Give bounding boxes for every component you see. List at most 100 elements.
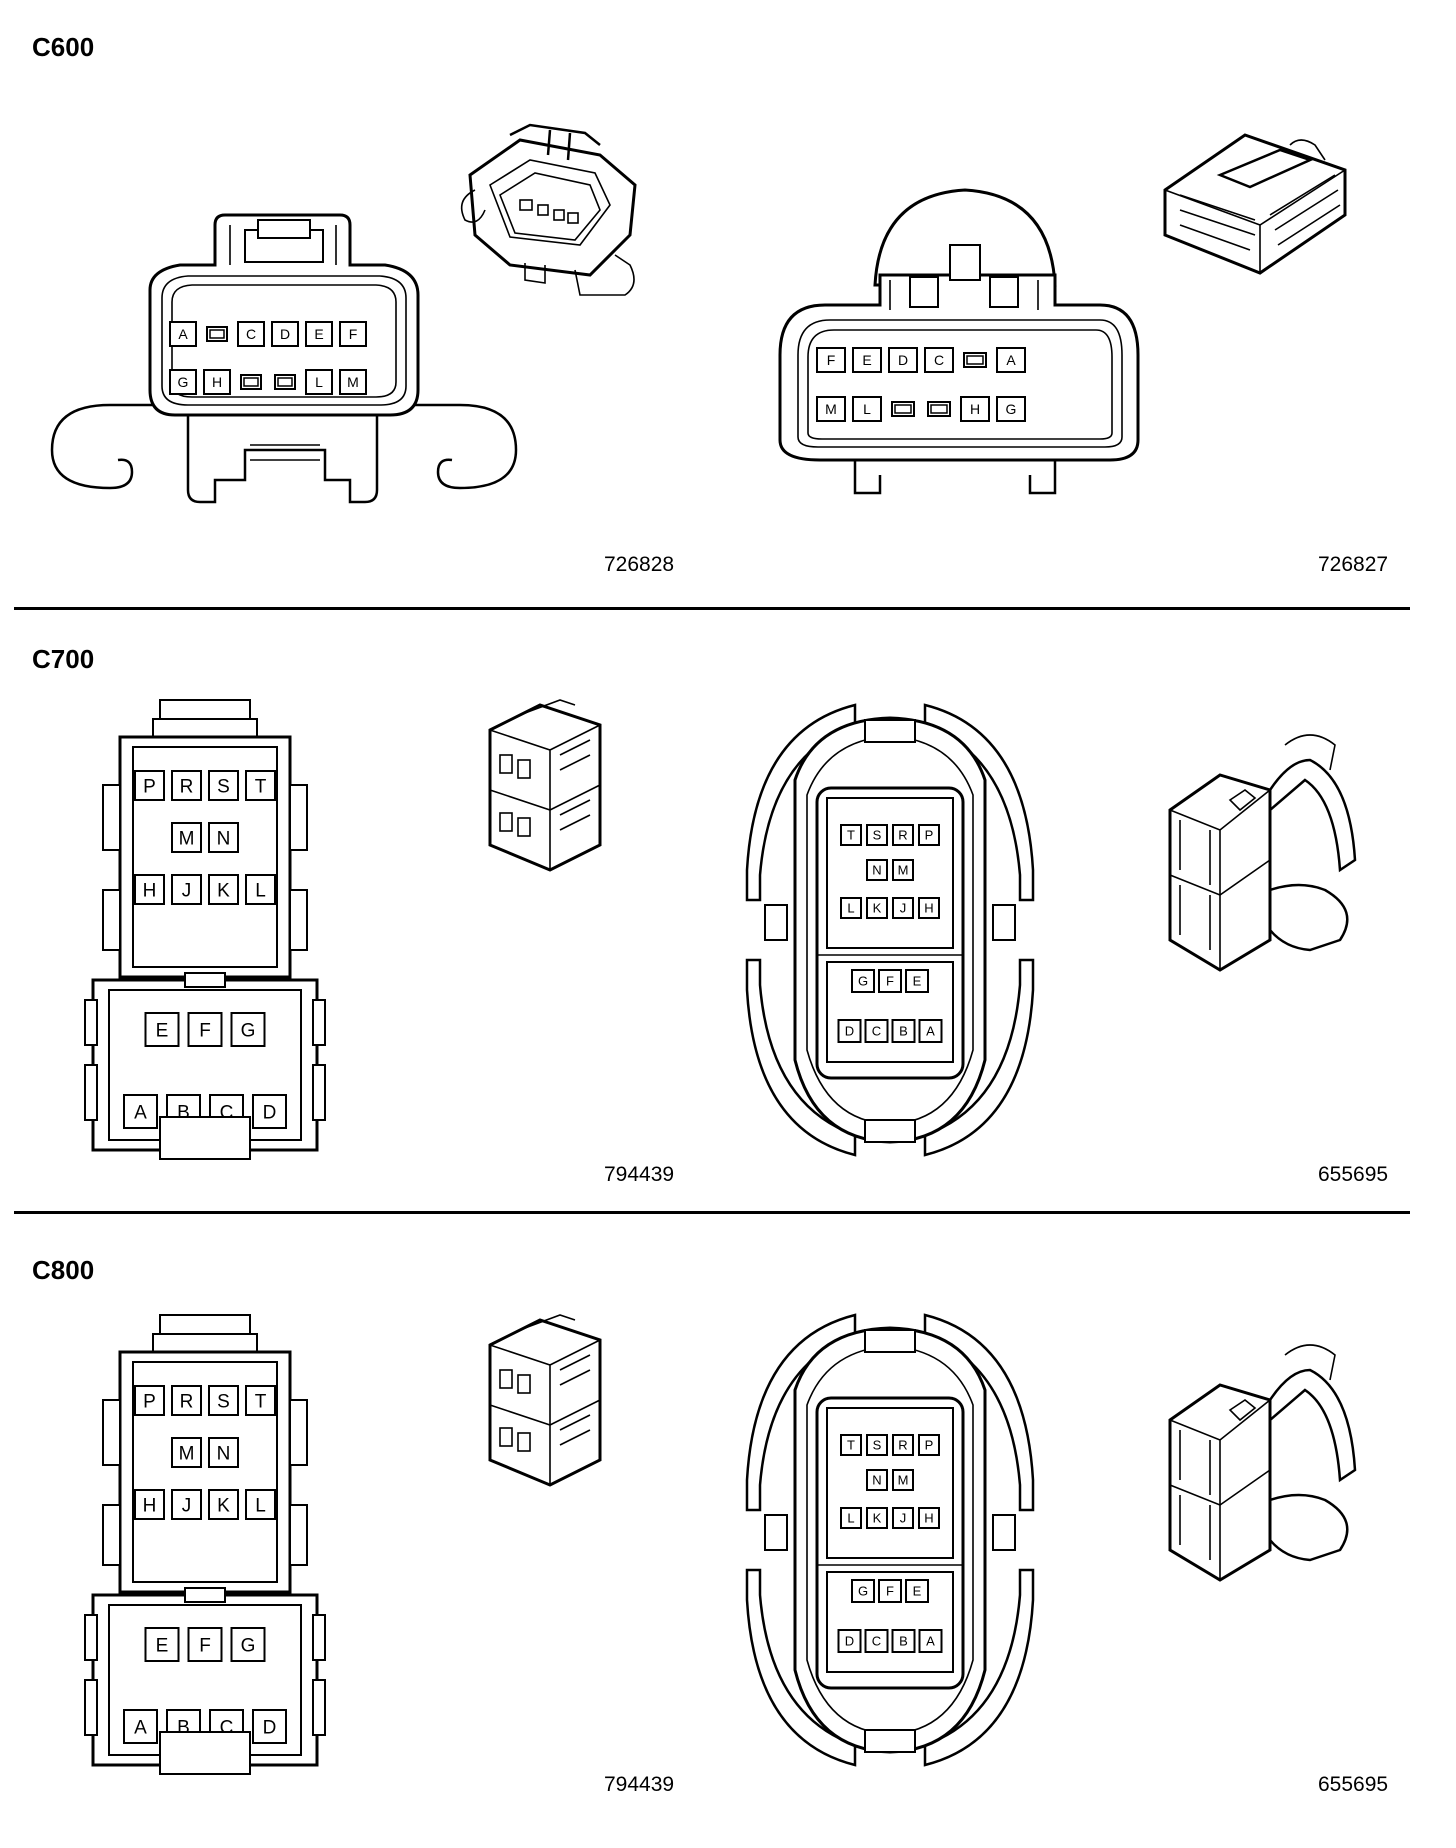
pin-label: F — [886, 974, 894, 989]
pin-label: F — [199, 1635, 211, 1656]
pin-label: D — [898, 352, 908, 368]
pin-label: N — [217, 828, 231, 849]
pin-label: N — [217, 1443, 231, 1464]
pin-cavity — [169, 369, 197, 395]
pin-cavity — [892, 1434, 914, 1456]
pin-cavity — [230, 1627, 266, 1662]
c800-left-connector-3d — [488, 1314, 602, 1487]
pin-cavity — [171, 1489, 202, 1520]
pin-label: C — [934, 352, 944, 368]
pin-label: E — [913, 974, 922, 989]
pin-cavity — [339, 369, 367, 395]
pin-label: R — [898, 828, 907, 843]
pin-cavity — [169, 321, 197, 347]
pin-cavity — [245, 1385, 276, 1416]
pin-cavity — [866, 859, 888, 881]
pin-label: M — [898, 863, 909, 878]
empty-pin-slot — [209, 329, 225, 339]
pin-cavity — [892, 824, 914, 846]
pin-label: E — [156, 1635, 169, 1656]
pin-label: H — [970, 401, 980, 417]
pin-cavity — [892, 1469, 914, 1491]
section-divider — [14, 607, 1410, 610]
pin-cavity — [144, 1627, 180, 1662]
pin-label: L — [255, 1495, 266, 1516]
pin-cavity — [878, 969, 902, 993]
c600-left-connector-3d — [460, 123, 637, 296]
pin-label: A — [1006, 352, 1016, 368]
part-number-c800-right: 655695 — [1318, 1773, 1389, 1796]
pin-label: G — [1006, 401, 1017, 417]
pin-cavity — [305, 369, 333, 395]
pin-cavity — [918, 824, 940, 846]
pin-cavity — [252, 1709, 287, 1744]
pin-label: J — [182, 1495, 192, 1516]
pin-cavity — [208, 874, 239, 905]
pin-cavity — [171, 1385, 202, 1416]
pin-label: A — [926, 1634, 935, 1649]
pin-cavity — [123, 1709, 158, 1744]
pin-cavity — [905, 969, 929, 993]
pin-cavity — [960, 396, 990, 422]
part-number-c600-left: 726828 — [604, 553, 675, 576]
pin-cavity — [866, 1434, 888, 1456]
pin-cavity — [144, 1012, 180, 1047]
pin-cavity — [208, 770, 239, 801]
pin-cavity — [837, 1629, 862, 1653]
pin-cavity — [134, 874, 165, 905]
pin-cavity — [171, 822, 202, 853]
pin-label: G — [241, 1635, 256, 1656]
pin-label: F — [199, 1020, 211, 1041]
pin-cavity — [918, 1507, 940, 1529]
pin-cavity — [208, 1437, 239, 1468]
pin-label: H — [143, 880, 157, 901]
pin-label: M — [179, 828, 195, 849]
pin-label: M — [179, 1443, 195, 1464]
c700-left-connector-bottom-tab — [159, 1116, 251, 1160]
pin-cavity — [252, 1094, 287, 1129]
pin-label: E — [156, 1020, 169, 1041]
pin-cavity — [245, 1489, 276, 1520]
pin-label: R — [898, 1438, 907, 1453]
pin-label: J — [900, 901, 907, 916]
c800-right-connector-3d — [1168, 1344, 1357, 1582]
pin-cavity — [851, 969, 875, 993]
pin-cavity — [888, 347, 918, 373]
pin-label: R — [180, 1391, 194, 1412]
c700-right-connector-3d — [1168, 734, 1357, 972]
pin-label: D — [845, 1024, 854, 1039]
pin-label: B — [899, 1024, 908, 1039]
pin-label: G — [241, 1020, 256, 1041]
c700-left-connector-3d — [488, 699, 602, 872]
pin-cavity — [208, 822, 239, 853]
pin-label: G — [178, 374, 189, 390]
pin-cavity — [305, 321, 333, 347]
pin-label: T — [255, 1391, 267, 1412]
pin-cavity — [996, 396, 1026, 422]
pin-label: H — [924, 1511, 933, 1526]
pin-label: D — [845, 1634, 854, 1649]
pin-cavity — [237, 321, 265, 347]
part-number-c600-right: 726827 — [1318, 553, 1389, 576]
pin-label: G — [858, 1584, 868, 1599]
pin-label: K — [217, 1495, 230, 1516]
pin-label: F — [349, 326, 358, 342]
section-divider — [14, 1211, 1410, 1214]
pin-label: A — [926, 1024, 935, 1039]
pin-label: C — [872, 1634, 881, 1649]
pin-cavity — [171, 874, 202, 905]
pin-cavity — [245, 874, 276, 905]
pin-cavity — [918, 1019, 943, 1043]
pin-label: L — [315, 374, 323, 390]
pin-cavity — [816, 347, 846, 373]
pin-cavity — [866, 897, 888, 919]
pin-label: L — [847, 901, 854, 916]
pin-label: D — [280, 326, 290, 342]
pin-cavity — [208, 1385, 239, 1416]
pin-cavity — [245, 770, 276, 801]
pin-label: M — [825, 401, 837, 417]
pin-label: S — [217, 1391, 230, 1412]
